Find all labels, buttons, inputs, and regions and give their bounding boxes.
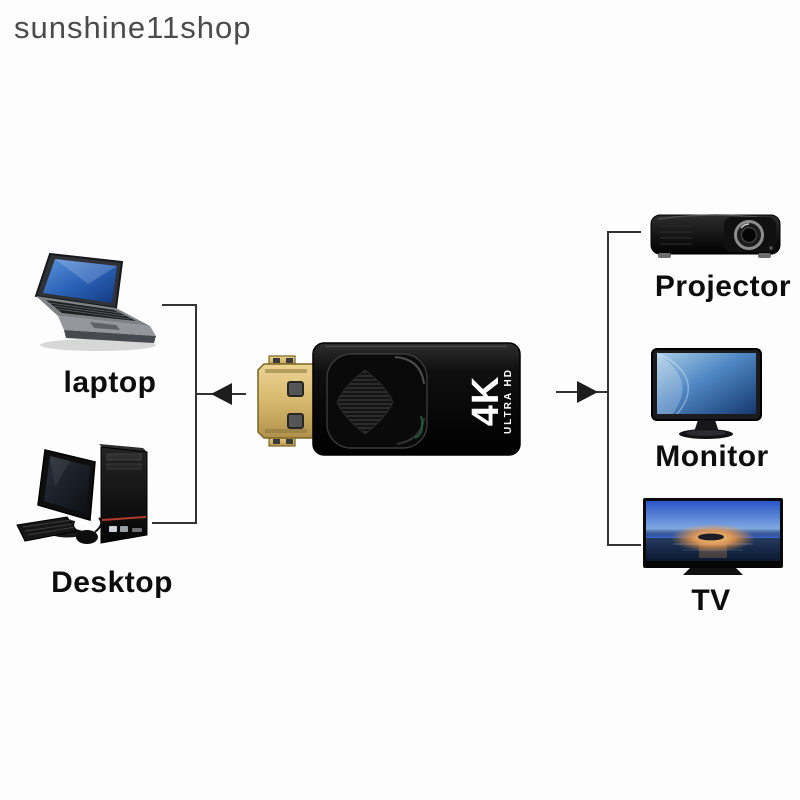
tv-image (643, 498, 783, 578)
desktop-tower-top (99, 444, 147, 452)
left-arrowhead-icon (211, 383, 232, 405)
connector-hole (287, 381, 304, 397)
projector-image (648, 208, 783, 263)
right-arrowhead-icon (577, 381, 598, 403)
monitor-screen (657, 353, 756, 414)
monitor-image (651, 348, 763, 440)
desktop-image (15, 432, 155, 552)
tv-stand (683, 568, 743, 575)
adapter-body: 4K ULTRA HD (312, 342, 521, 456)
hologram-diamond (336, 369, 394, 435)
desktop-mouse (76, 530, 98, 544)
label-monitor: Monitor (655, 440, 769, 473)
desktop-monitor-screen (44, 456, 90, 514)
label-desktop: Desktop (51, 566, 173, 599)
adapter-image: 4K ULTRA HD (245, 338, 525, 463)
desktop-keyboard (16, 516, 78, 542)
watermark: sunshine11shop (14, 10, 252, 45)
laptop-display (43, 259, 117, 303)
label-tv: TV (691, 584, 731, 617)
monitor-stand (694, 420, 719, 432)
adapter-4k-print: 4K (465, 376, 507, 427)
laptop-image (28, 250, 163, 352)
label-laptop: laptop (63, 366, 157, 399)
projector-foot (758, 253, 771, 258)
laptop-touchpad (90, 322, 120, 330)
label-projector: Projector (654, 270, 792, 303)
displayport-connector (257, 355, 316, 447)
projector-foot (658, 253, 671, 258)
tv-screen (646, 501, 780, 561)
adapter-ultrahd-print: ULTRA HD (503, 368, 514, 434)
connector-hole (287, 413, 304, 429)
laptop-front-edge (64, 330, 156, 343)
